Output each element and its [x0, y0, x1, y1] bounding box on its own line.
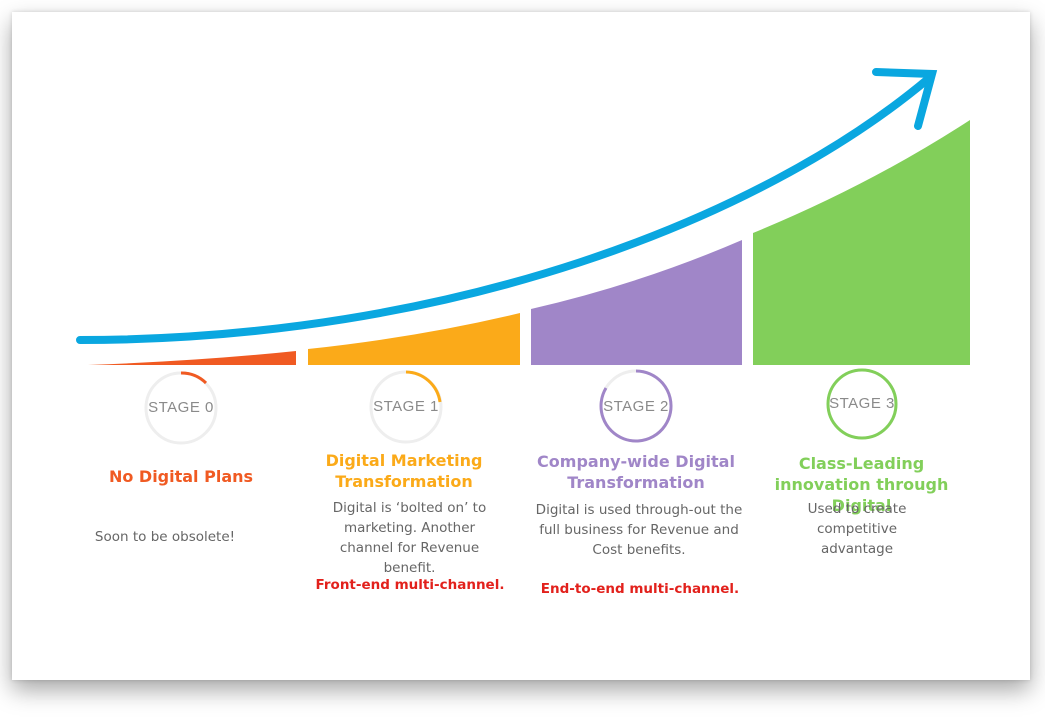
stage2-note: End-to-end multi-channel.	[540, 581, 740, 597]
stage1-circle	[369, 370, 443, 444]
stage0-title: No Digital Plans	[108, 467, 254, 486]
stage2-circle	[599, 369, 673, 443]
stage3-description: Used to create competitive advantage	[807, 501, 907, 557]
stage1-description: Digital is ‘bolted on’ to marketing. Ano…	[332, 500, 487, 576]
stage1-note: Front-end multi-channel.	[315, 577, 505, 593]
stage0-label: STAGE 0	[148, 399, 214, 416]
growth-arrow-head	[872, 68, 938, 130]
stage0-bar	[88, 351, 296, 365]
stage1-title: Digital Marketing Transformation	[325, 451, 483, 491]
stage2-title: Company-wide Digital Transformation	[537, 452, 735, 492]
stage0-description: Soon to be obsolete!	[94, 529, 236, 545]
stage2-description: Digital is used through-out the full bus…	[535, 502, 743, 558]
stage2-label: STAGE 2	[603, 398, 669, 415]
stage3-title: Class-Leading innovation through Digital	[774, 454, 949, 515]
stage3-circle	[826, 368, 898, 440]
growth-arrow-curve	[76, 75, 932, 344]
stage1-bar	[308, 313, 520, 365]
stage1-label: STAGE 1	[373, 398, 439, 415]
stage3-bar	[753, 120, 970, 365]
stage3-label: STAGE 3	[829, 395, 895, 412]
stage0-circle	[144, 371, 218, 445]
stage2-bar	[531, 240, 742, 365]
